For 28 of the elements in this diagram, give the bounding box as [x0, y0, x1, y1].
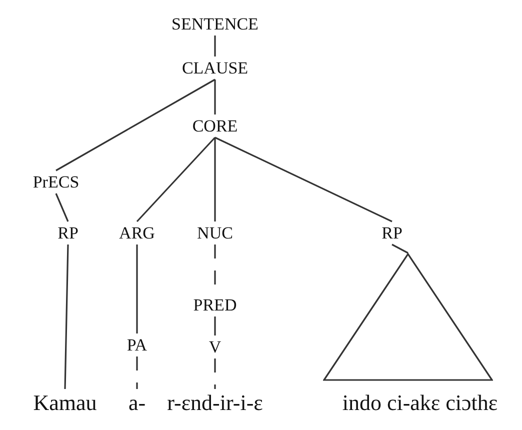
node-label: PA: [124, 334, 150, 356]
word-text: a-: [126, 389, 148, 417]
tree-branch: [214, 36, 216, 56]
tree-branch: [136, 244, 138, 334]
tree-branch: [55, 193, 69, 222]
node-label: PrECS: [30, 170, 82, 194]
node-label: PRED: [191, 294, 239, 316]
word-text: indo ci-akɛ ciɔthɛ: [340, 389, 500, 417]
tree-branch: [214, 136, 392, 222]
node-label: NUC: [195, 222, 235, 244]
tree-branch: [64, 244, 69, 390]
tree-branch: [214, 316, 216, 336]
node-label: RP: [380, 222, 404, 244]
node-label: CLAUSE: [180, 56, 250, 80]
node-label: ARG: [117, 222, 157, 244]
node-label: RP: [56, 222, 80, 244]
node-label: V: [206, 336, 224, 358]
word-text: r-ɛnd-ir-i-ɛ: [165, 389, 265, 417]
node-label: CORE: [190, 114, 240, 138]
tree-branch: [136, 356, 138, 389]
tree-branch: [56, 78, 216, 172]
tree-branch: [214, 80, 216, 114]
tree-branch: [136, 136, 216, 222]
word-text: Kamau: [31, 389, 99, 417]
tree-branch: [214, 358, 216, 389]
node-label: SENTENCE: [170, 12, 260, 36]
tree-branch: [214, 138, 216, 222]
tree-branch: [392, 244, 408, 254]
